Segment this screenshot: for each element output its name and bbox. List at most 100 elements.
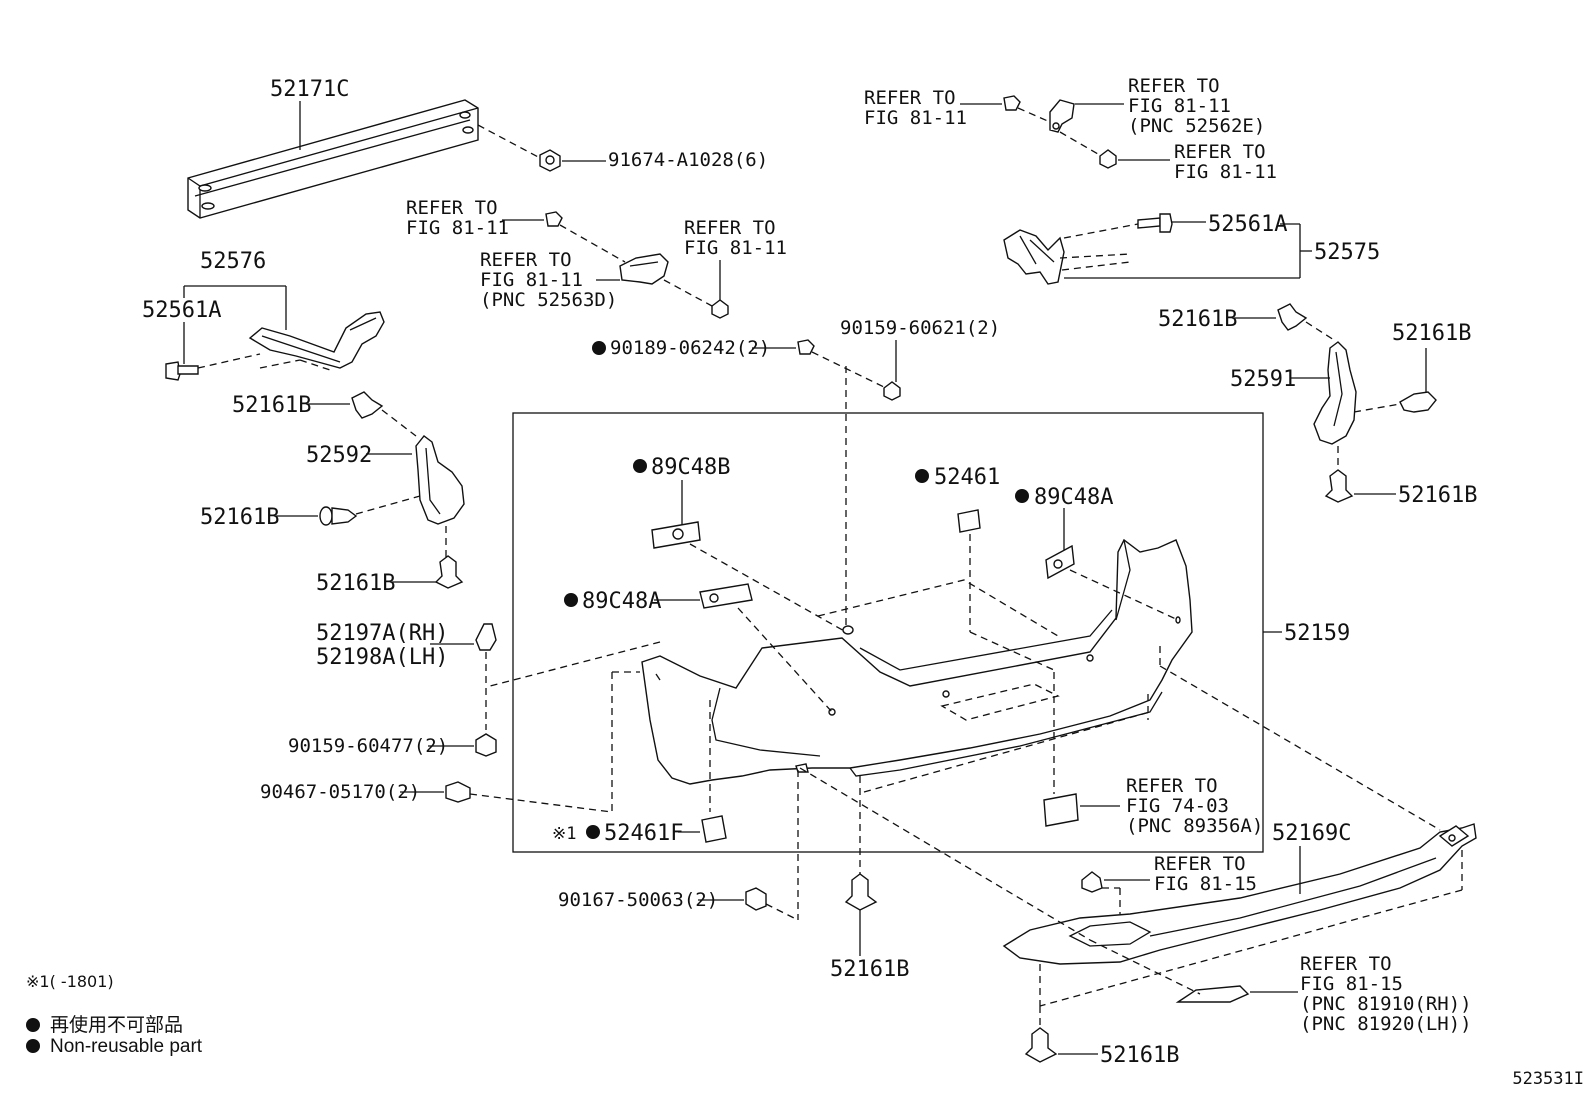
label-52161b-left-3: 52161B xyxy=(316,571,395,596)
clip-top-right-icon xyxy=(1003,95,1021,111)
refer-c-line2: FIG 81-11 xyxy=(1174,161,1277,183)
bolt-52561a-right-icon xyxy=(1137,213,1173,233)
non-reusable-dot-icon xyxy=(586,825,600,839)
pad-52461-icon xyxy=(957,509,981,533)
clip-52161b-right-1-icon xyxy=(1277,303,1308,331)
label-52561a-right: 52561A xyxy=(1208,212,1287,237)
label-52575: 52575 xyxy=(1314,240,1380,265)
label-52461: 52461 xyxy=(934,465,1000,490)
refer-i-line3: (PNC 81910(RH)) xyxy=(1300,993,1472,1015)
refer-b-line1: REFER TO xyxy=(1128,75,1220,97)
refer-f-line1: REFER TO xyxy=(684,217,776,239)
refer-c-line1: REFER TO xyxy=(1174,141,1266,163)
bolt-91674-icon xyxy=(539,149,561,172)
label-52161b-right-2: 52161B xyxy=(1392,321,1471,346)
clip-52161b-center-icon xyxy=(844,873,878,911)
label-52161b-right-1: 52161B xyxy=(1158,307,1237,332)
non-reusable-dot-icon xyxy=(26,1039,40,1053)
reinforcement-52171c-part xyxy=(187,99,479,219)
label-90467-05170: 90467-05170(2) xyxy=(260,781,420,803)
refer-e-line1: REFER TO xyxy=(480,249,572,271)
label-90167-50063: 90167-50063(2) xyxy=(558,889,718,911)
refer-i-line4: (PNC 81920(LH)) xyxy=(1300,1013,1472,1035)
refer-d-line2: FIG 81-11 xyxy=(406,217,509,239)
rear-bumper-cover-52159-part xyxy=(641,538,1193,785)
label-52161b-center: 52161B xyxy=(830,957,909,982)
bracket-52563d-icon xyxy=(619,253,669,285)
label-89c48a-right: 89C48A xyxy=(1034,485,1113,510)
label-90159-60621: 90159-60621(2) xyxy=(840,317,1000,339)
non-reusable-dot-icon xyxy=(26,1018,40,1032)
note-marker-1: ※1 xyxy=(552,824,576,844)
clip-52197a-icon xyxy=(475,623,497,651)
legend-english: Non-reusable part xyxy=(26,1036,202,1058)
label-52169c: 52169C xyxy=(1272,821,1351,846)
clip-90189-icon xyxy=(797,339,815,355)
label-52461f: 52461F xyxy=(604,821,683,846)
label-90189-06242: 90189-06242(2) xyxy=(610,337,770,359)
refer-a-line2: FIG 81-11 xyxy=(864,107,967,129)
reflector-81910-icon xyxy=(1175,985,1250,1003)
refer-g-line1: REFER TO xyxy=(1126,775,1218,797)
refer-d-line1: REFER TO xyxy=(406,197,498,219)
label-90159-60477: 90159-60477(2) xyxy=(288,735,448,757)
refer-i-line2: FIG 81-15 xyxy=(1300,973,1403,995)
retainer-89c48a-left-icon xyxy=(699,583,753,609)
label-52592: 52592 xyxy=(306,443,372,468)
retainer-89c48b-icon xyxy=(651,521,701,549)
lower-cover-52169c-part xyxy=(1002,823,1477,965)
label-52161b-bottom: 52161B xyxy=(1100,1043,1179,1068)
legend-japanese: 再使用不可部品 xyxy=(26,1010,183,1037)
bracket-52575-icon xyxy=(1003,229,1065,285)
refer-h-line1: REFER TO xyxy=(1154,853,1246,875)
screw-top-right-icon xyxy=(1099,149,1117,169)
clip-52161b-right-3-icon xyxy=(1324,469,1354,503)
bracket-52576-icon xyxy=(248,311,385,369)
non-reusable-dot-icon xyxy=(915,469,929,483)
non-reusable-dot-icon xyxy=(633,459,647,473)
screw-90159-60477-icon xyxy=(475,733,497,757)
refer-i-line1: REFER TO xyxy=(1300,953,1392,975)
clip-52161b-left-2-icon xyxy=(319,506,358,526)
refer-b-line2: FIG 81-11 xyxy=(1128,95,1231,117)
refer-f-line2: FIG 81-11 xyxy=(684,237,787,259)
label-52161b-left-1: 52161B xyxy=(232,393,311,418)
clip-52161b-left-1-icon xyxy=(351,391,384,419)
label-52198a-lh: 52198A(LH) xyxy=(316,645,448,670)
bracket-52591-icon xyxy=(1313,341,1357,445)
bolt-52561a-left-icon xyxy=(165,361,199,381)
bracket-52592-icon xyxy=(415,435,465,525)
refer-e-line3: (PNC 52563D) xyxy=(480,289,617,311)
reflector-89356a-icon xyxy=(1043,793,1079,827)
label-89c48b: 89C48B xyxy=(651,455,730,480)
non-reusable-dot-icon xyxy=(1015,489,1029,503)
pad-52461f-icon xyxy=(701,815,727,843)
clip-52161b-right-2-icon xyxy=(1399,391,1437,413)
label-89c48a-left: 89C48A xyxy=(582,589,661,614)
refer-a-line1: REFER TO xyxy=(864,87,956,109)
refer-g-line3: (PNC 89356A) xyxy=(1126,815,1263,837)
non-reusable-dot-icon xyxy=(592,341,606,355)
screw-90159-60621-icon xyxy=(883,381,901,401)
label-52197a-rh: 52197A(RH) xyxy=(316,621,448,646)
legend-english-text: Non-reusable part xyxy=(50,1036,203,1057)
bracket-52562e-icon xyxy=(1049,99,1075,133)
label-52159: 52159 xyxy=(1284,621,1350,646)
screw-middle-icon xyxy=(711,299,729,319)
clip-52161b-left-3-icon xyxy=(434,555,464,589)
label-52161b-right-3: 52161B xyxy=(1398,483,1477,508)
refer-g-line2: FIG 74-03 xyxy=(1126,795,1229,817)
label-52561a-left: 52561A xyxy=(142,298,221,323)
clip-90167-icon xyxy=(745,887,767,911)
clip-middle-icon xyxy=(545,211,563,227)
refer-b-line3: (PNC 52562E) xyxy=(1128,115,1265,137)
clip-90467-icon xyxy=(445,781,471,803)
refer-e-line2: FIG 81-11 xyxy=(480,269,583,291)
non-reusable-dot-icon xyxy=(564,593,578,607)
retainer-89c48a-right-icon xyxy=(1045,544,1075,580)
refer-h-line2: FIG 81-15 xyxy=(1154,873,1257,895)
legend-japanese-text: 再使用不可部品 xyxy=(50,1015,184,1036)
clip-fig81-15-icon xyxy=(1081,871,1103,893)
label-52591: 52591 xyxy=(1230,367,1296,392)
